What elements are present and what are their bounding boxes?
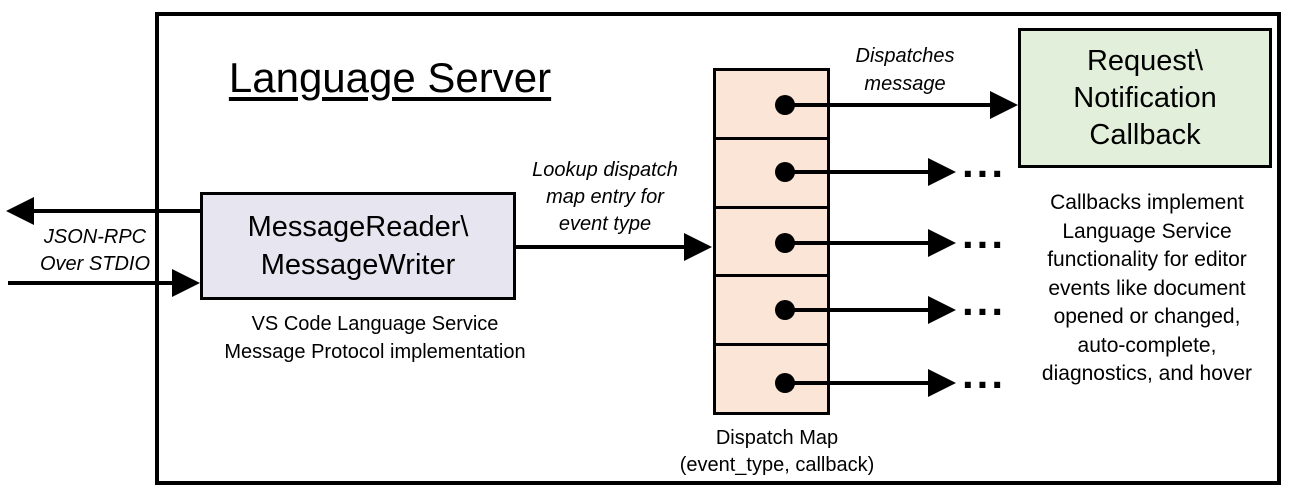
diagram-title: Language Server	[228, 54, 552, 101]
message-reader-writer-label: MessageReader\ MessageWriter	[247, 211, 469, 281]
language-server-boundary-box	[155, 12, 1281, 485]
dispatch-map-cell	[716, 346, 827, 412]
dispatch-map-cell	[716, 71, 827, 140]
message-box-caption: VS Code Language Service Message Protoco…	[224, 313, 526, 363]
lookup-dispatch-label: Lookup dispatch map entry for event type	[532, 159, 678, 235]
dispatch-map-caption: Dispatch Map (event_type, callback)	[679, 427, 875, 476]
json-rpc-stdio-label: JSON-RPC Over STDIO	[39, 226, 150, 275]
dispatch-map-cell	[716, 277, 827, 347]
dispatch-map-stack	[713, 68, 830, 415]
dispatch-map-cell	[716, 139, 827, 209]
request-notification-callback-box: Request\ Notification Callback	[1018, 28, 1272, 168]
callbacks-note: Callbacks implement Language Service fun…	[1041, 191, 1253, 385]
dispatches-message-label: Dispatches message	[855, 45, 955, 95]
message-reader-writer-box: MessageReader\ MessageWriter	[200, 192, 516, 300]
callback-box-label: Request\ Notification Callback	[1073, 44, 1217, 151]
dispatch-map-cell	[716, 208, 827, 278]
